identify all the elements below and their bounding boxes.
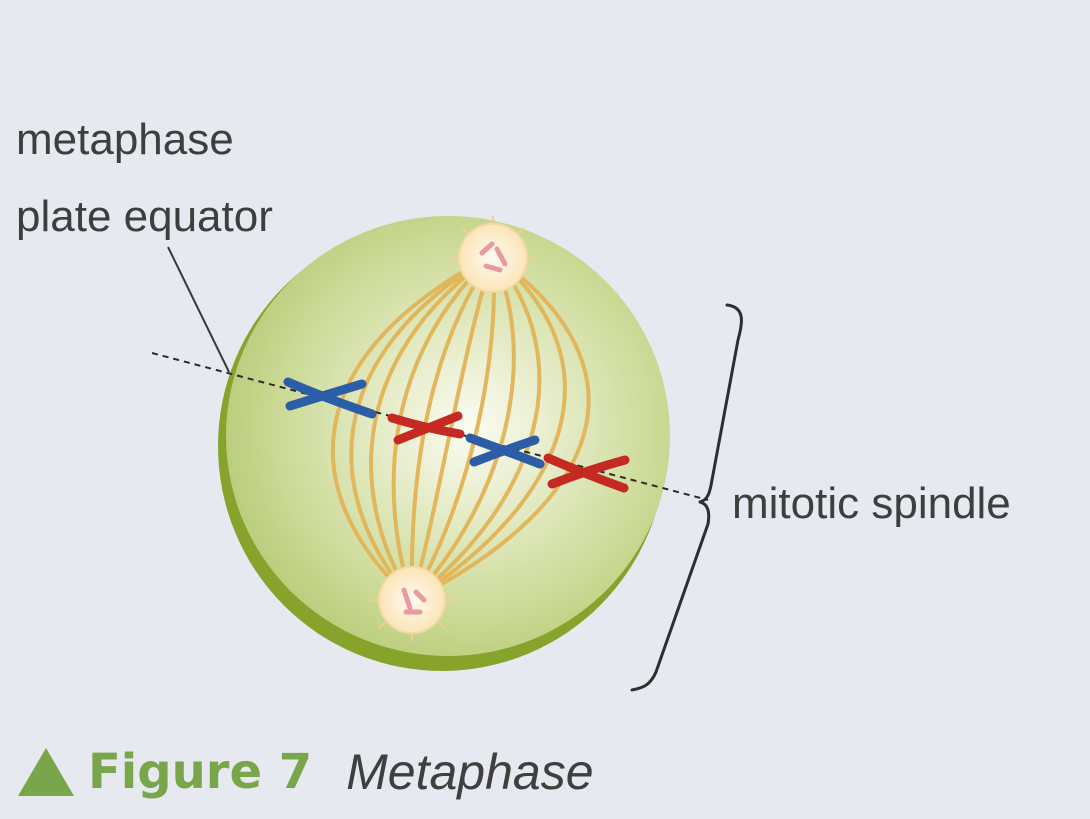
chromosomes [283,377,630,493]
figure-number: Figure 7 [88,744,313,800]
figure-caption: Figure 7 Metaphase [18,742,594,802]
chromosome-red-2 [543,453,630,493]
metaphase-plate-label-line2: plate equator [16,192,273,241]
figure-title: Metaphase [346,744,594,800]
centrosome-bottom [370,566,454,641]
chromosome-blue-2 [465,433,545,469]
triangle-icon [18,748,74,796]
centrosome-top [450,216,536,293]
mitotic-spindle-label: mitotic spindle [732,479,1011,528]
metaphase-plate-label-line1: metaphase [16,115,234,164]
spindle-fibres [330,253,591,602]
spindle-brace [630,303,743,692]
chromosome-blue-1 [283,377,377,419]
chromosome-red-1 [387,411,465,445]
plate-label-leader [167,246,230,373]
